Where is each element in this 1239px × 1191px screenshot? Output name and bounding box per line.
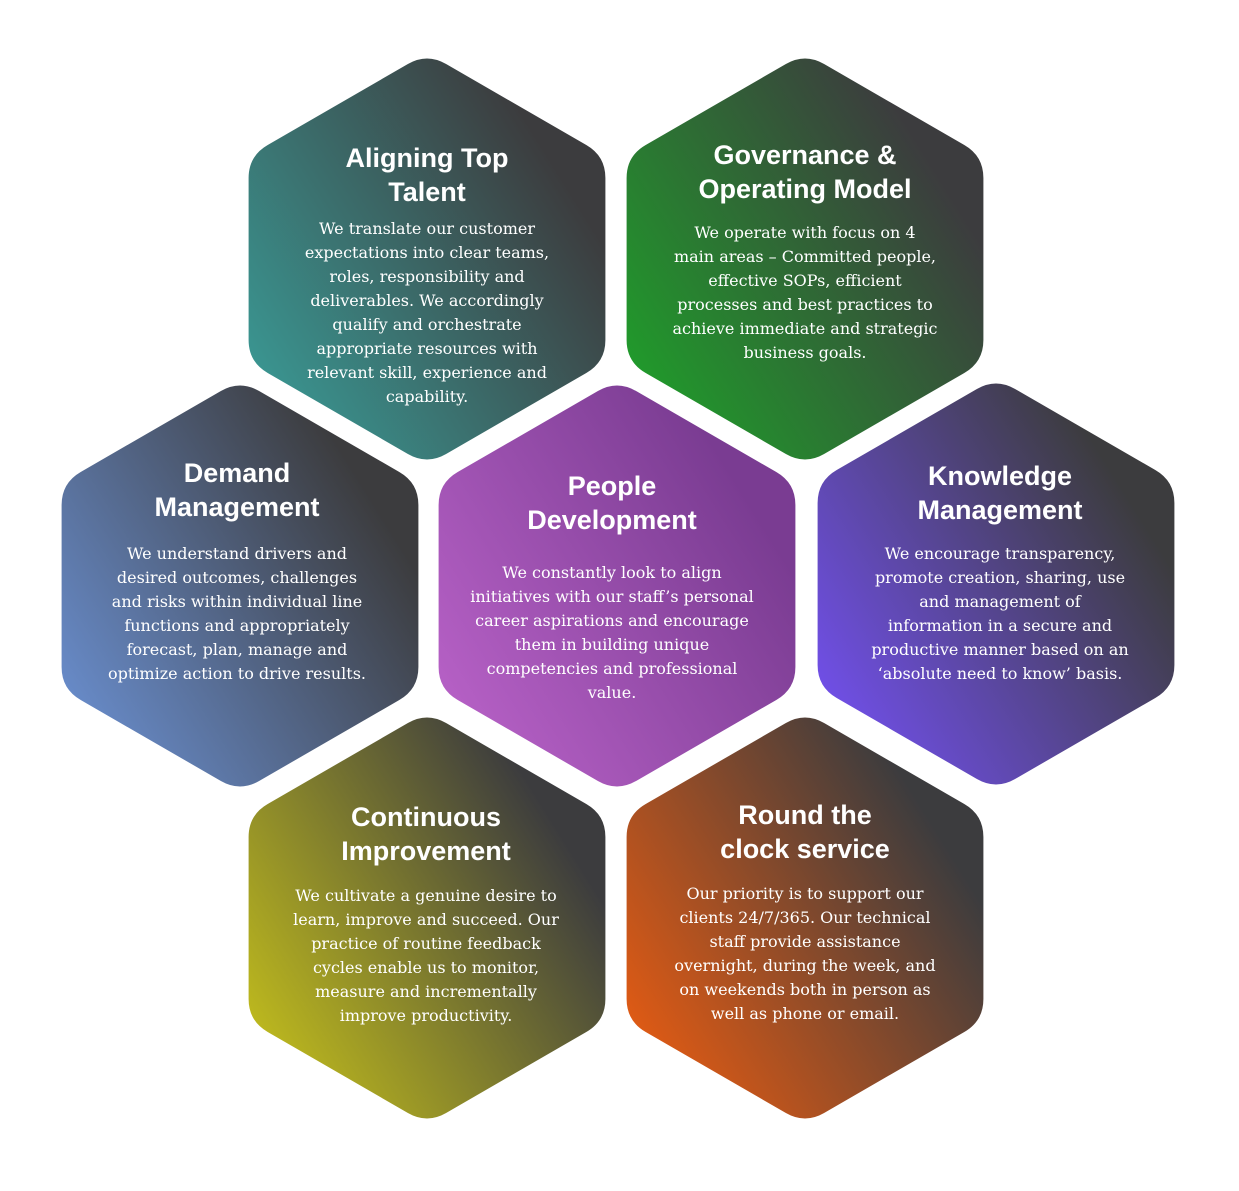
hex-roundclock-description: Our priority is to support our clients 2…	[674, 884, 936, 1023]
hex-people-title: People Development	[527, 471, 697, 535]
hex-roundclock-title: Round the clock service	[720, 800, 890, 864]
hex-continuous-title: Continuous Improvement	[341, 802, 511, 866]
hex-people-text: People Development We constantly look to…	[452, 469, 772, 705]
hexagon-people	[438, 385, 796, 787]
hexagon-roundclock	[626, 717, 984, 1119]
hex-demand-description: We understand drivers and desired outcom…	[108, 544, 366, 683]
hexagon-knowledge	[817, 383, 1175, 785]
hex-people-description: We constantly look to align initiatives …	[470, 563, 754, 702]
hex-aligning-text: Aligning Top Talent We translate our cus…	[268, 141, 586, 409]
hexagon-continuous	[248, 717, 606, 1119]
hexagon-governance	[626, 58, 984, 460]
hex-knowledge-title: Knowledge Management	[917, 461, 1083, 525]
hex-continuous-description: We cultivate a genuine desire to learn, …	[293, 886, 559, 1025]
hex-knowledge-text: Knowledge Management We encourage transp…	[841, 459, 1159, 686]
hex-demand-text: Demand Management We understand drivers …	[78, 456, 396, 686]
hex-roundclock-text: Round the clock service Our priority is …	[645, 798, 965, 1026]
hex-demand-title: Demand Management	[154, 458, 320, 522]
hex-governance-title: Governance & Operating Model	[698, 140, 912, 204]
hex-continuous-text: Continuous Improvement We cultivate a ge…	[265, 800, 587, 1028]
hex-knowledge-description: We encourage transparency, promote creat…	[871, 544, 1129, 683]
hex-aligning-description: We translate our customer expectations i…	[304, 219, 550, 406]
hexagon-aligning	[248, 58, 606, 460]
hex-governance-text: Governance & Operating Model We operate …	[646, 138, 964, 365]
hex-governance-description: We operate with focus on 4 main areas – …	[672, 223, 938, 362]
hexagon-demand	[61, 385, 419, 787]
hex-aligning-title: Aligning Top Talent	[345, 143, 509, 207]
